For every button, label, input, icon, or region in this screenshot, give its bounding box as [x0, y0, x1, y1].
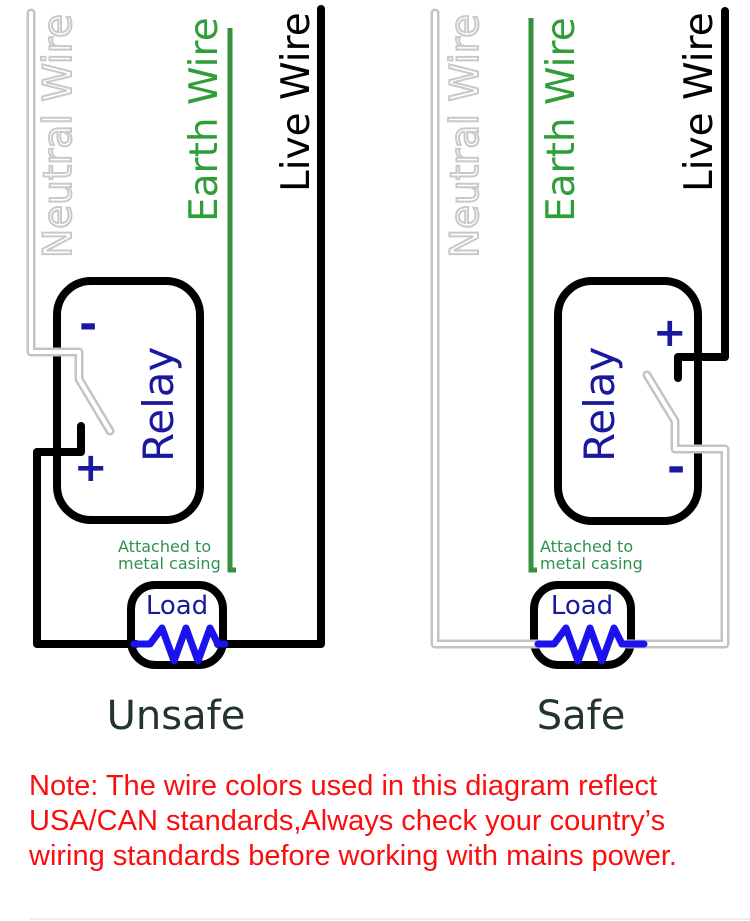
- resistor-symbol-unsafe: [130, 624, 229, 665]
- neutral-wire-core-unsafe: [29, 11, 112, 433]
- plus-terminal-label-safe: +: [653, 310, 687, 356]
- relay-box-unsafe: [53, 277, 204, 524]
- safety-note: Note: The wire colors used in this diagr…: [29, 769, 677, 874]
- neutral-wire-label-safe: Neutral Wire: [442, 13, 489, 259]
- neutral-wire-label-unsafe: Neutral Wire: [35, 13, 82, 259]
- live-wire-line-safe: [674, 7, 729, 382]
- minus-terminal-label-safe: -: [667, 442, 686, 493]
- load-label-unsafe: Load: [145, 591, 209, 621]
- wiring-diagram-canvas: [26, 5, 730, 669]
- live-wire-label-unsafe: Live Wire: [274, 12, 319, 192]
- casing-note-line1: Attached to: [118, 537, 212, 556]
- neutral-wire-core-safe: [433, 11, 540, 646]
- casing-note-line2: metal casing: [540, 554, 643, 573]
- switch-arm-neutral-safe: [623, 370, 730, 649]
- minus-terminal-label-unsafe: -: [79, 299, 98, 350]
- casing-note-line2: metal casing: [118, 554, 221, 573]
- live-wire-label-safe: Live Wire: [677, 12, 722, 192]
- switch-arm-core-safe: [626, 373, 727, 646]
- earth-wire-line-safe: [528, 18, 537, 573]
- page-bottom-edge: [30, 918, 750, 920]
- load-box-safe: [530, 581, 635, 669]
- load-box-unsafe: [127, 581, 227, 669]
- earth-wire-label-unsafe: Earth Wire: [182, 17, 227, 222]
- earth-wire-label-safe: Earth Wire: [539, 17, 584, 222]
- plus-terminal-wire-unsafe: [33, 422, 140, 648]
- casing-note-line1: Attached to: [540, 537, 634, 556]
- safety-note-line1: Note: The wire colors used in this diagr…: [29, 770, 658, 802]
- safety-note-line2: USA/CAN standards,Always check your coun…: [29, 805, 666, 837]
- diagram-caption-safe: Safe: [536, 693, 626, 739]
- resistor-symbol-safe: [534, 624, 648, 665]
- live-wire-line-unsafe: [214, 5, 325, 648]
- plus-terminal-label-unsafe: +: [74, 445, 108, 491]
- relay-label-safe: Relay: [575, 346, 624, 462]
- safety-note-line3: wiring standards before working with mai…: [29, 840, 677, 872]
- casing-note-safe: Attached to metal casing: [540, 538, 643, 572]
- casing-note-unsafe: Attached to metal casing: [118, 538, 221, 572]
- earth-wire-line-unsafe: [227, 28, 236, 573]
- diagram-caption-unsafe: Unsafe: [106, 693, 246, 739]
- relay-label-unsafe: Relay: [134, 346, 183, 462]
- relay-box-safe: [554, 277, 702, 525]
- load-label-safe: Load: [550, 591, 614, 621]
